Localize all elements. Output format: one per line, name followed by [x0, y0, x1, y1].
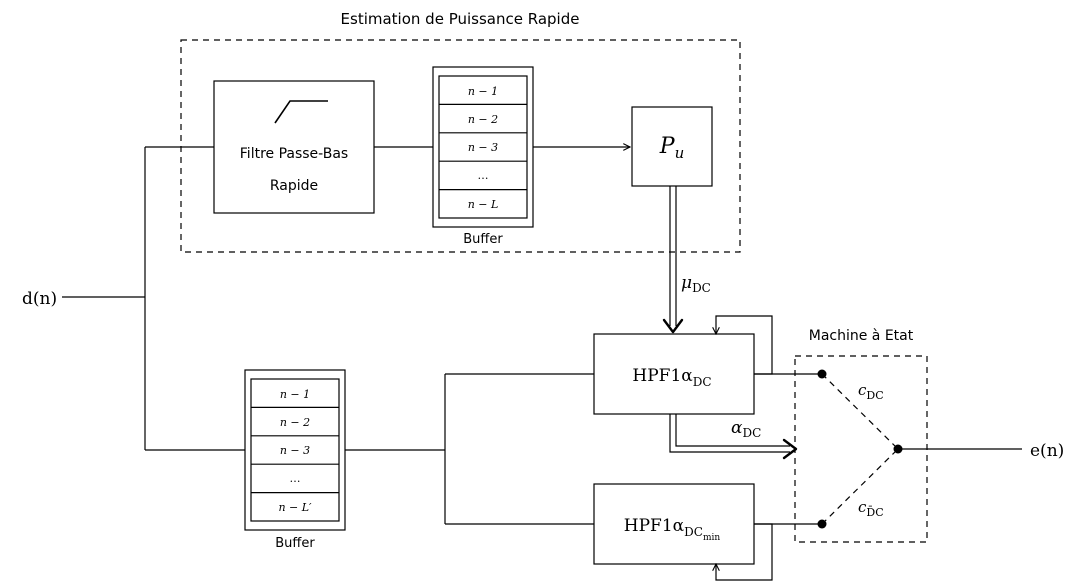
buffer-bottom-cell: n − 2 — [280, 416, 310, 429]
buffer-bottom-cell: … — [290, 472, 301, 485]
mu-label: μDC — [681, 273, 711, 295]
buffer-top-cell: … — [478, 169, 489, 182]
state-machine-label: Machine à Etat — [809, 328, 914, 344]
hpf-min-block — [593, 483, 755, 565]
hpf-main-label: HPF1αDC — [632, 366, 711, 389]
buffer-bottom: n − 1 n − 2 n − 3 … n − L′ — [244, 369, 346, 531]
buffer-bottom-cell: n − 1 — [280, 388, 310, 401]
buffer-top-cell: n − 2 — [468, 113, 498, 126]
buffer-bottom-label: Buffer — [275, 536, 315, 551]
alpha-arrowhead — [782, 438, 798, 460]
switch-node-top — [817, 369, 827, 379]
lowpass-response-icon — [274, 100, 328, 124]
alpha-double-wire — [669, 414, 790, 453]
buffer-top-cell: n − L — [468, 198, 499, 211]
switch-path-bottom — [821, 448, 899, 525]
buffer-top-cell: n − 3 — [468, 141, 498, 154]
power-block-label: Pu — [659, 134, 684, 162]
buffer-bottom-cell: n − L′ — [278, 501, 312, 514]
hpf-main-block — [593, 333, 755, 415]
buffer-top: n − 1 n − 2 n − 3 … n − L — [432, 66, 534, 228]
switch-node-bottom — [817, 519, 827, 529]
c-dc-label: cDC — [858, 381, 884, 402]
alpha-label: αDC — [731, 418, 761, 440]
diagram-title: Estimation de Puissance Rapide — [341, 10, 580, 28]
lowpass-filter-label-line2: Rapide — [270, 178, 318, 194]
output-signal-label: e(n) — [1030, 441, 1064, 461]
hpf-min-label: HPF1αDCmin — [624, 516, 721, 543]
c-dc-bar-label: cD̄C — [858, 498, 884, 519]
buffer-top-cell: n − 1 — [468, 85, 498, 98]
buffer-top-label: Buffer — [463, 232, 503, 247]
switch-path-top — [821, 373, 899, 450]
buffer-bottom-cell: n − 3 — [280, 444, 310, 457]
lowpass-filter-label-line1: Filtre Passe-Bas — [240, 146, 348, 162]
input-signal-label: d(n) — [22, 289, 57, 309]
mu-arrowhead — [662, 318, 684, 334]
power-block — [631, 106, 713, 187]
lowpass-filter-block — [213, 80, 375, 214]
power-estimation-region — [180, 39, 741, 253]
